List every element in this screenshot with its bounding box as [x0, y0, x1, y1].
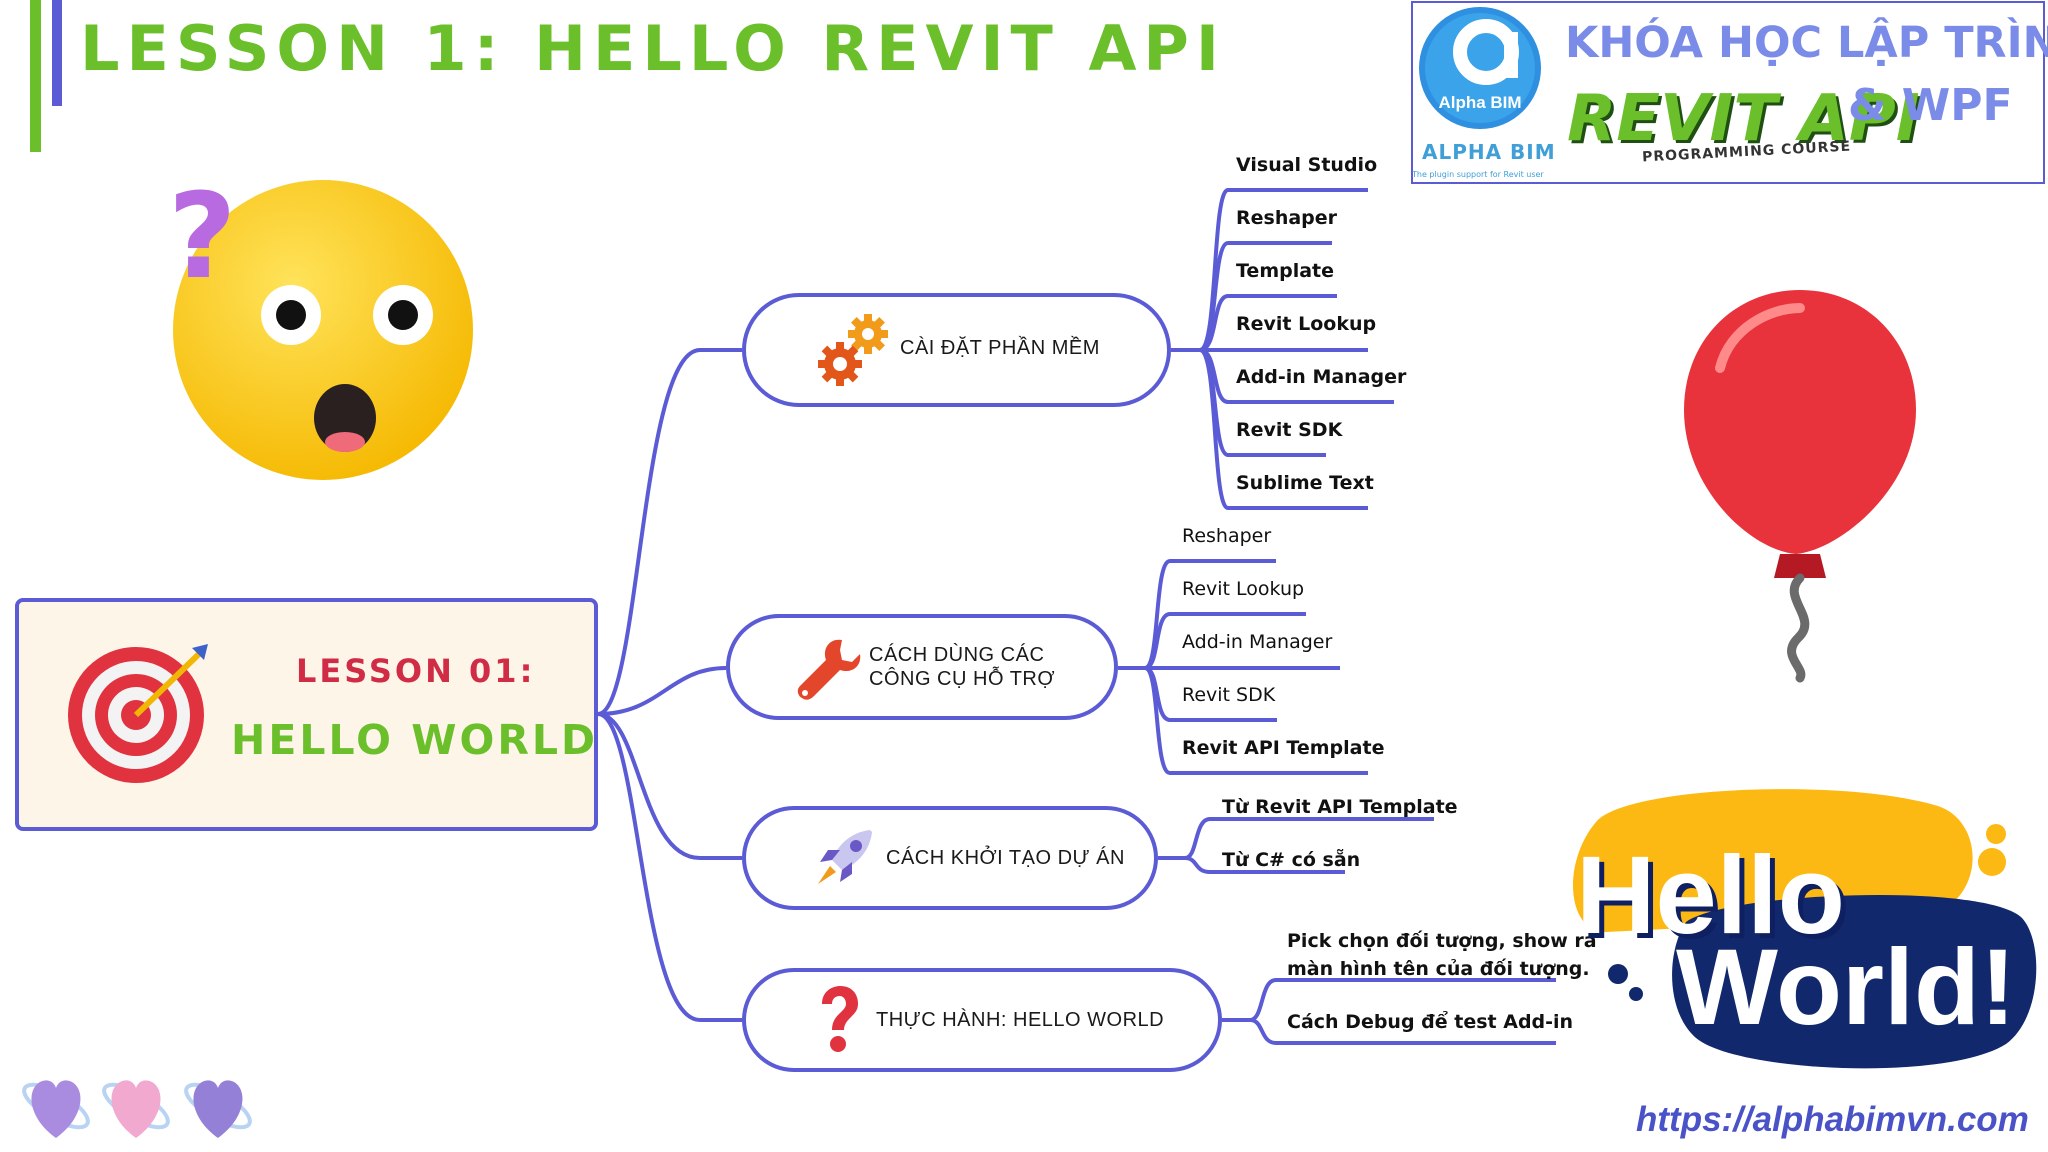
- brand-tagline: The plugin support for Revit user: [1412, 170, 1544, 179]
- alpha-bim-logo-text: Alpha BIM: [1438, 93, 1521, 112]
- title-accent-bar-green: [30, 0, 41, 152]
- branch-label-4: THỰC HÀNH: HELLO WORLD: [876, 1009, 1165, 1031]
- course-title-line2: REVIT API: [1567, 82, 1920, 156]
- leaf-visual-studio: Visual Studio: [1236, 154, 1378, 176]
- rocket-icon: [818, 830, 872, 884]
- heart-icon-2: [102, 1080, 170, 1138]
- branch-cai-dat-phan-mem: [742, 293, 1171, 407]
- leaf-template: Template: [1236, 260, 1335, 282]
- course-title-line2b: & WPF: [1848, 80, 2013, 131]
- surprised-emoji-icon: ?: [168, 167, 473, 480]
- wrench-icon: [797, 639, 861, 700]
- leaf-pick-chon-2: màn hình tên của đối tượng.: [1287, 958, 1590, 980]
- leaf-revit-sdk-2: Revit SDK: [1182, 684, 1276, 706]
- heart-icon-1: [22, 1080, 90, 1138]
- world-sticker-text: World!: [1676, 926, 2016, 1047]
- question-mark-icon: [822, 986, 858, 1052]
- leaf-cach-debug: Cách Debug để test Add-in: [1287, 1011, 1574, 1033]
- question-mark-decor: ?: [168, 167, 236, 305]
- title-accent-bar-blue: [52, 0, 62, 106]
- leaf-tu-revit-api-template: Từ Revit API Template: [1222, 796, 1458, 818]
- hello-world-sticker-bg: [1573, 789, 2037, 1069]
- branch-label-2a: CÁCH DÙNG CÁC: [869, 644, 1045, 666]
- red-balloon-icon: [1684, 290, 1916, 683]
- leaf-revit-api-template: Revit API Template: [1182, 737, 1385, 759]
- branch-label-1: CÀI ĐẶT PHẦN MỀM: [900, 337, 1100, 359]
- heart-icon-3: [184, 1080, 252, 1138]
- course-title-line1: KHÓA HỌC LẬP TRÌNH: [1565, 18, 2048, 68]
- gears-icon: [818, 314, 888, 386]
- brand-name: ALPHA BIM: [1422, 140, 1556, 164]
- leaf-add-in-manager-2: Add-in Manager: [1182, 631, 1333, 653]
- leaf-sublime-text: Sublime Text: [1236, 472, 1374, 494]
- branch-label-2b: CÔNG CỤ HỖ TRỢ: [869, 668, 1056, 690]
- branch-thuc-hanh-hello-world: [742, 968, 1222, 1072]
- leaf-revit-lookup-2: Revit Lookup: [1182, 578, 1305, 600]
- leaf-tu-csharp-co-san: Từ C# có sẵn: [1222, 849, 1361, 871]
- leaf-pick-chon-1: Pick chọn đối tượng, show ra: [1287, 930, 1597, 952]
- leaf-reshaper: Reshaper: [1236, 207, 1338, 229]
- leaf-revit-lookup: Revit Lookup: [1236, 313, 1377, 335]
- leaf-revit-sdk: Revit SDK: [1236, 419, 1343, 441]
- central-node-lesson: LESSON 01:: [296, 652, 536, 690]
- central-node: [15, 598, 598, 831]
- website-link[interactable]: https://alphabimvn.com: [1636, 1100, 2029, 1139]
- central-node-title: HELLO WORLD: [231, 716, 599, 764]
- leaf-reshaper-2: Reshaper: [1182, 525, 1272, 547]
- alpha-bim-logo-icon: Alpha BIM: [1419, 7, 1541, 129]
- page-title: LESSON 1: HELLO REVIT API: [80, 12, 1226, 85]
- decorative-hearts: [22, 1080, 252, 1138]
- branch-cach-khoi-tao-du-an: [742, 806, 1158, 910]
- leaf-add-in-manager: Add-in Manager: [1236, 366, 1407, 388]
- hello-sticker-text: Hello: [1576, 834, 1845, 957]
- target-arrow-icon: [68, 644, 208, 783]
- branch-label-3: CÁCH KHỞI TẠO DỰ ÁN: [886, 847, 1125, 869]
- branch-cach-dung-cong-cu: [726, 614, 1118, 720]
